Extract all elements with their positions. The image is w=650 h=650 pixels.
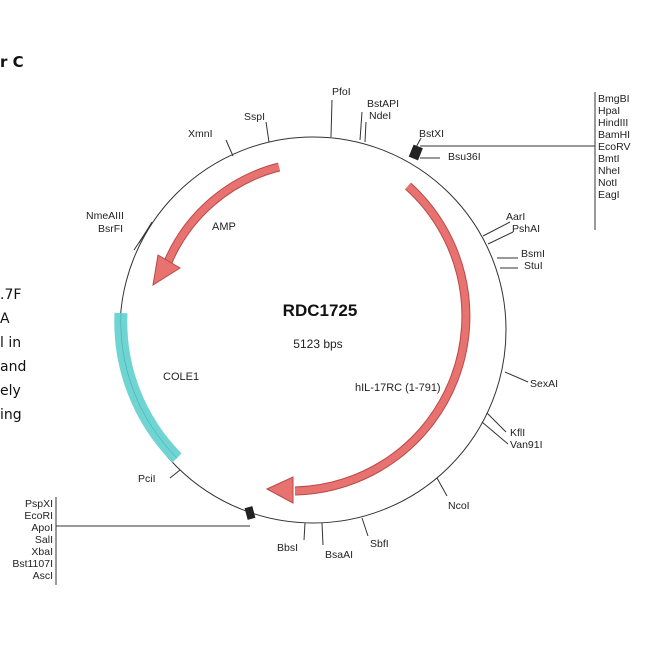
side-line: A xyxy=(0,311,10,327)
mcs-site: EcoRI xyxy=(24,510,53,522)
site-label-pshai: PshAI xyxy=(512,223,540,235)
mcs-site: BmtI xyxy=(598,153,620,165)
site-label-nmeaiii: NmeAIII xyxy=(86,210,124,222)
mcs-right-marker xyxy=(408,144,423,161)
side-line: ing xyxy=(0,407,22,423)
plasmid-size: 5123 bps xyxy=(293,337,342,351)
mcs-site: HpaI xyxy=(598,105,620,117)
mcs-site: PspXI xyxy=(25,498,53,510)
mcs-site: NheI xyxy=(598,165,620,177)
site-label-xmni: XmnI xyxy=(188,128,213,140)
site-label-ncoi: NcoI xyxy=(448,500,470,512)
mcs-site: EcoRV xyxy=(598,141,631,153)
mcs-site: ApoI xyxy=(31,522,53,534)
site-ticks xyxy=(133,99,529,546)
cole1-feature xyxy=(114,312,182,463)
site-label-aari: AarI xyxy=(506,211,525,223)
amp-label: AMP xyxy=(212,221,236,233)
mcs-site: AscI xyxy=(33,570,53,582)
mcs-site: HindIII xyxy=(598,117,628,129)
site-label-bstxi: BstXI xyxy=(419,128,444,140)
site-label-sexai: SexAI xyxy=(530,378,558,390)
site-label-ndei: NdeI xyxy=(369,110,391,122)
site-label-pfoi: PfoI xyxy=(332,86,351,98)
mcs-right-list: BmgBI HpaI HindIII BamHI EcoRV BmtI NheI… xyxy=(598,93,631,201)
mcs-site: BamHI xyxy=(598,129,630,141)
site-label-bsrfi: BsrFI xyxy=(98,223,123,235)
plasmid-name: RDC1725 xyxy=(283,301,358,320)
amp-arrowhead xyxy=(152,254,181,287)
site-label-bstapi: BstAPI xyxy=(367,98,399,110)
site-label-van91i: Van91I xyxy=(510,439,543,451)
backbone-circle xyxy=(119,136,507,524)
mcs-site: BmgBI xyxy=(598,93,630,105)
mcs-site: NotI xyxy=(598,177,617,189)
hil17rc-arrow xyxy=(294,183,470,495)
cole1-outline xyxy=(120,312,178,459)
mcs-site: EagI xyxy=(598,189,620,201)
site-label-sspi: SspI xyxy=(244,111,265,123)
site-label-bsmi: BsmI xyxy=(521,248,545,260)
site-label-sbfi: SbfI xyxy=(370,538,389,550)
mcs-site: SalI xyxy=(35,534,53,546)
side-line: and xyxy=(0,359,27,375)
site-label-stui: StuI xyxy=(524,260,543,272)
mcs-site: XbaI xyxy=(31,546,53,558)
side-line: .7F xyxy=(0,287,22,303)
cole1-label: COLE1 xyxy=(163,371,199,383)
site-label-bbsi: BbsI xyxy=(277,542,298,554)
site-label-bsaai: BsaAI xyxy=(325,549,353,561)
mcs-site: Bst1107I xyxy=(12,558,53,570)
mcs-left-marker xyxy=(244,506,256,520)
hil17rc-arrowhead xyxy=(265,476,294,504)
hil17rc-label: hIL-17RC (1-791) xyxy=(355,382,441,394)
amp-arrow-outline xyxy=(163,162,281,264)
site-label-bsu36i: Bsu36I xyxy=(448,151,481,163)
mcs-left-list: PspXI EcoRI ApoI SalI XbaI Bst1107I AscI xyxy=(12,498,53,582)
site-label-pcii: PciI xyxy=(138,473,156,485)
side-heading: r C xyxy=(0,53,24,71)
side-line: l in xyxy=(0,335,22,351)
side-line: ely xyxy=(0,383,21,399)
amp-arrow xyxy=(164,163,280,264)
site-label-kfli: KflI xyxy=(510,427,525,439)
